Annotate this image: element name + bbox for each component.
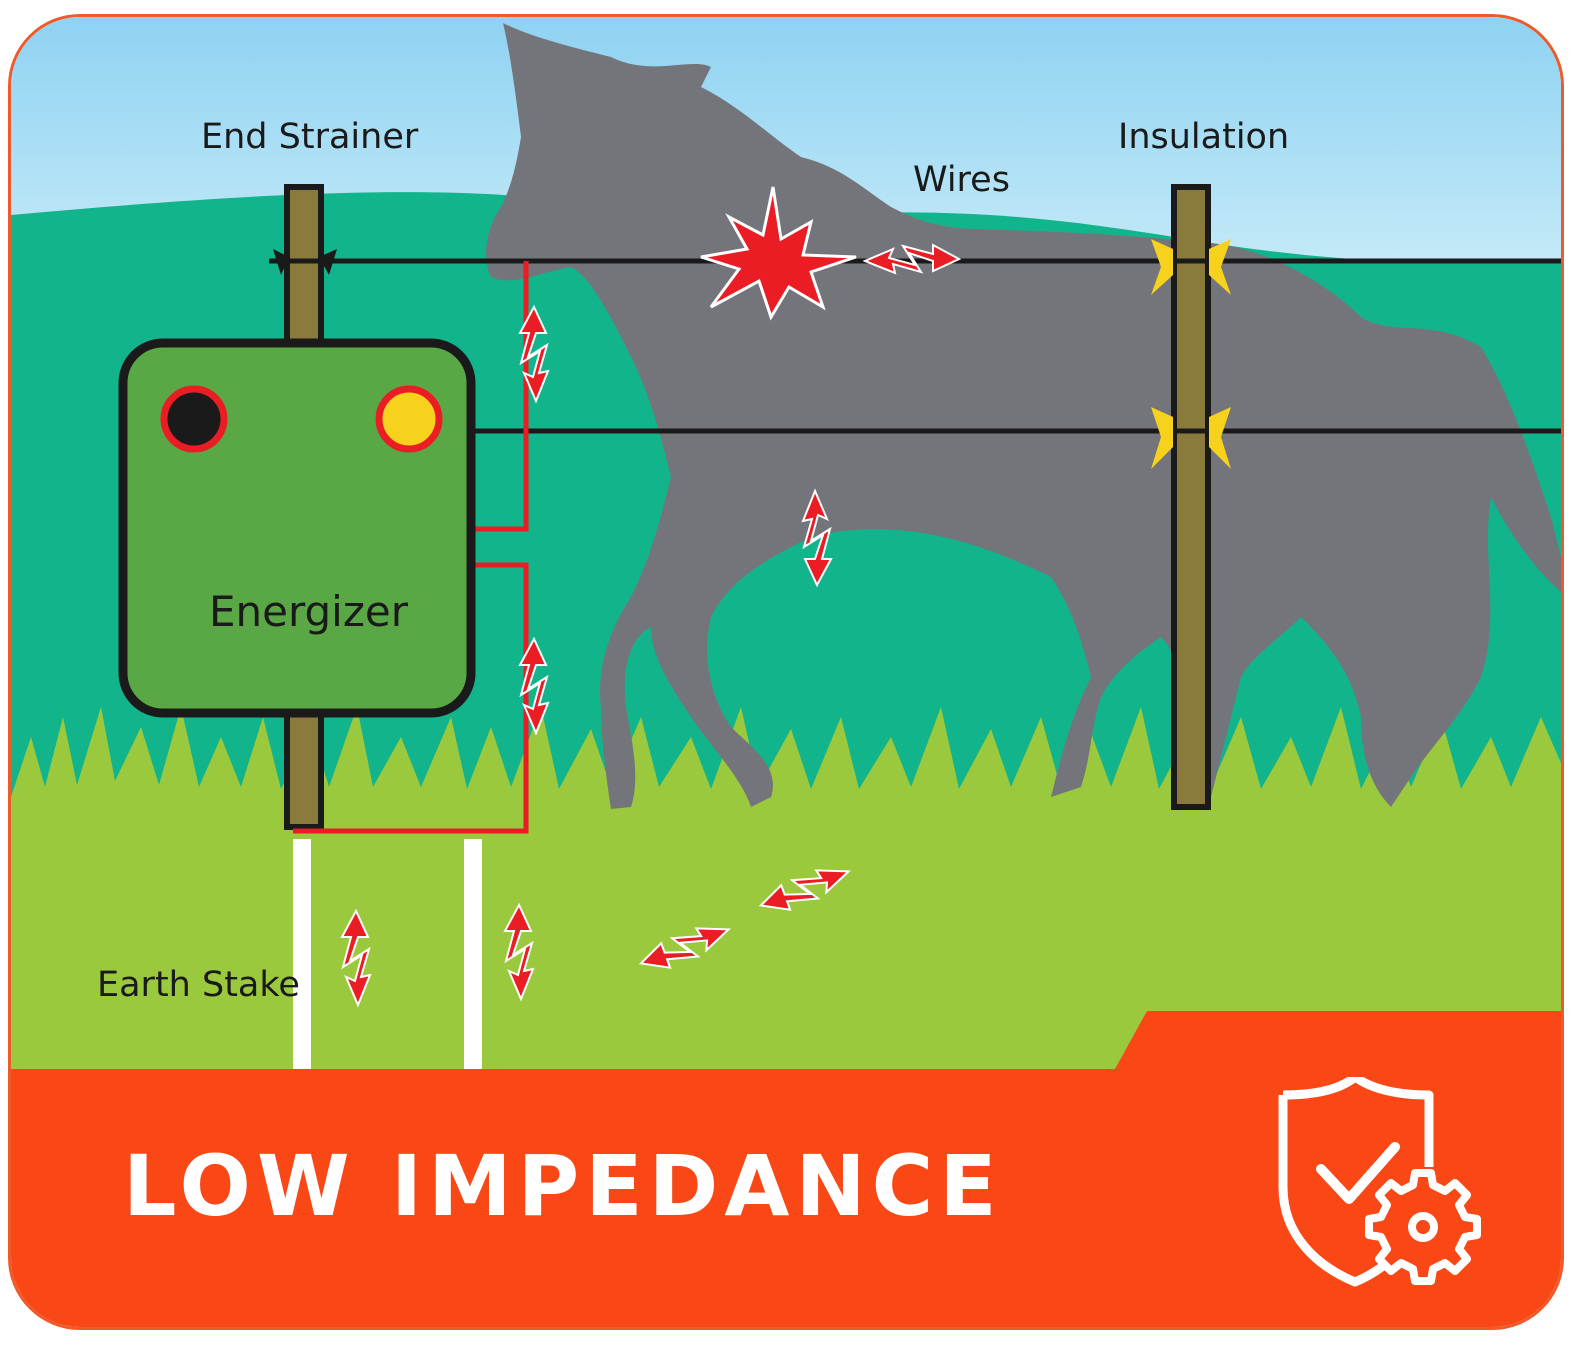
footer-title: LOW IMPEDANCE — [123, 1137, 1003, 1235]
insulator-bottom — [1151, 407, 1231, 469]
wire-knot — [273, 249, 337, 275]
insulation-post — [1171, 184, 1211, 810]
shield-check-gear-icon — [1278, 1077, 1481, 1287]
earth-stake-left — [293, 839, 311, 1079]
earth-lead — [293, 562, 529, 834]
label-earth-stake: Earth Stake — [97, 965, 300, 1005]
earth-stake-right — [464, 839, 482, 1079]
label-end-strainer: End Strainer — [201, 117, 419, 157]
fence-scene — [11, 17, 1561, 1327]
footer-banner — [11, 1011, 1561, 1327]
diagram-card: End Strainer Insulation Wires Energizer … — [8, 14, 1564, 1330]
shock-star — [700, 186, 857, 321]
live-terminal — [375, 385, 443, 453]
insulator-top — [1151, 239, 1231, 295]
label-wires: Wires — [913, 160, 1010, 200]
earth-terminal — [160, 385, 228, 453]
label-insulation: Insulation — [1118, 117, 1290, 157]
horse-silhouette — [486, 23, 1561, 809]
label-energizer: Energizer — [209, 587, 409, 636]
